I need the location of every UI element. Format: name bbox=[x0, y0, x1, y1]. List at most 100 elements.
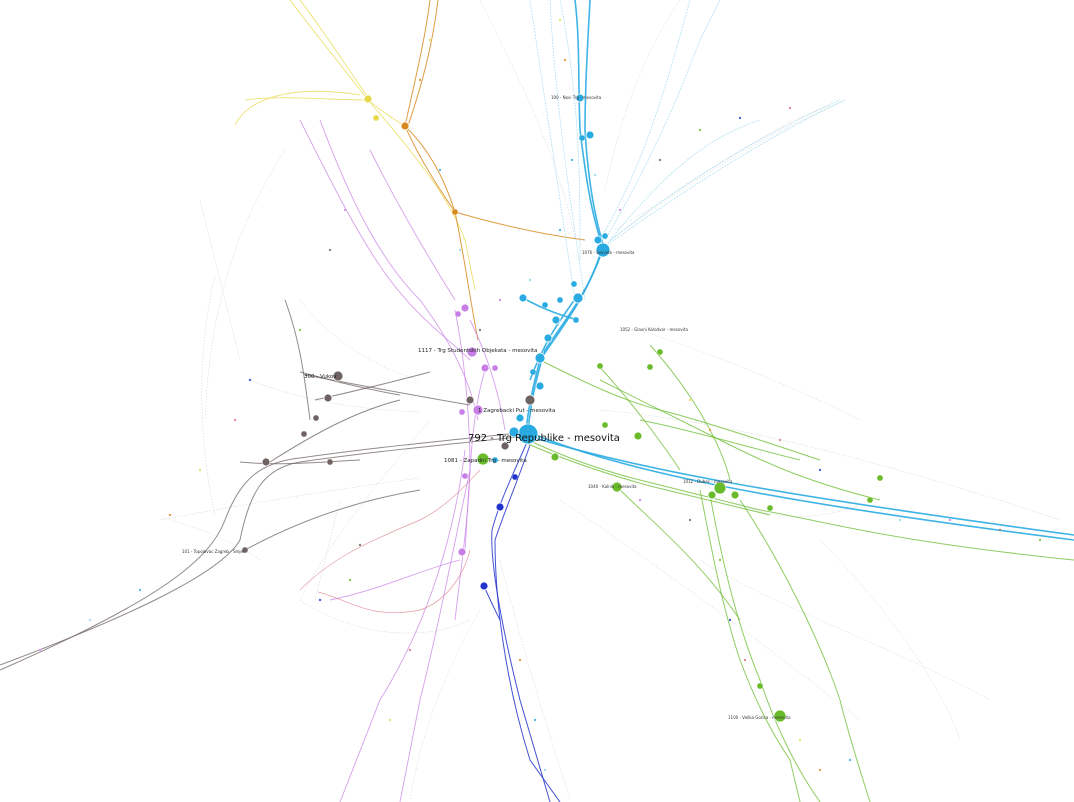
lightcyan-route-edge bbox=[604, 0, 721, 241]
minor-stop-node bbox=[438, 168, 442, 172]
minor-stop-node bbox=[348, 578, 352, 582]
stop-node bbox=[633, 431, 643, 441]
purple-route-edge bbox=[299, 119, 471, 361]
faint-edge bbox=[199, 199, 241, 361]
hub-sw-label: 101 - Topolovac Zagreb - Smjer bbox=[182, 549, 245, 554]
stop-node bbox=[572, 316, 580, 324]
minor-stop-node bbox=[638, 498, 642, 502]
stop-node bbox=[508, 426, 520, 438]
stop-node bbox=[529, 368, 537, 376]
stop-node bbox=[593, 235, 603, 245]
stop-node bbox=[543, 333, 553, 343]
stop-node bbox=[500, 441, 510, 451]
stop-node bbox=[457, 547, 467, 557]
minor-stop-node bbox=[818, 768, 822, 772]
gray-route-edge bbox=[244, 489, 421, 551]
cyan-route-edge bbox=[529, 294, 579, 381]
minor-stop-node bbox=[848, 758, 852, 762]
minor-stop-node bbox=[1038, 538, 1042, 542]
stop-node bbox=[495, 502, 505, 512]
blue-route-edge bbox=[491, 439, 551, 802]
stop-node bbox=[518, 293, 528, 303]
stop-node bbox=[479, 581, 489, 591]
yellow-route-edge bbox=[244, 97, 369, 101]
stop-node bbox=[535, 381, 545, 391]
hub-center-label: 1 Zagrebacki Put - mesovita bbox=[478, 408, 555, 414]
yellow-route-edge bbox=[367, 99, 476, 291]
minor-stop-node bbox=[38, 648, 42, 652]
green-route-edge bbox=[639, 419, 801, 461]
stop-node bbox=[866, 496, 874, 504]
minor-stop-node bbox=[358, 543, 362, 547]
hub-ne-label: 1076 - Sesvete - mesovita bbox=[582, 250, 635, 255]
minor-stop-node bbox=[570, 158, 574, 162]
minor-stop-node bbox=[428, 38, 432, 42]
stop-node bbox=[326, 458, 334, 466]
stop-node bbox=[756, 682, 764, 690]
minor-stop-node bbox=[478, 328, 482, 332]
stop-node bbox=[491, 364, 499, 372]
stop-node bbox=[511, 473, 519, 481]
blue-route-edge bbox=[494, 444, 561, 802]
hub-far-se-label: 1100 - Velika Gorica - mesovita bbox=[728, 715, 791, 720]
minor-stop-node bbox=[198, 468, 202, 472]
gray-route-edge bbox=[299, 371, 401, 396]
orange-route-edge bbox=[404, 125, 456, 213]
stop-node bbox=[451, 208, 459, 216]
stop-nodes bbox=[38, 18, 1042, 772]
minor-stop-node bbox=[343, 208, 347, 212]
yellow-route-edge bbox=[289, 0, 406, 127]
stop-node bbox=[550, 452, 560, 462]
minor-stop-node bbox=[688, 398, 692, 402]
green-route-edge bbox=[527, 439, 1074, 561]
lightcyan-route-edge bbox=[604, 99, 841, 246]
minor-stop-node bbox=[948, 518, 952, 522]
stop-node bbox=[524, 394, 536, 406]
hub-se-label: 1052 - Glavni Kolodvor - mesovita bbox=[620, 327, 688, 332]
gray-route-edge bbox=[239, 459, 361, 465]
minor-stop-node bbox=[618, 208, 622, 212]
minor-stop-node bbox=[328, 248, 332, 252]
minor-stop-node bbox=[248, 378, 252, 382]
faint-edge bbox=[559, 499, 861, 721]
minor-stop-node bbox=[88, 618, 92, 622]
green-route-edge bbox=[597, 364, 681, 471]
green-route-edge bbox=[599, 379, 881, 501]
minor-stop-node bbox=[563, 58, 567, 62]
minor-stop-node bbox=[318, 598, 322, 602]
main-hub-label: 792 - Trg Republike - mesovita bbox=[468, 433, 620, 444]
gray-route-edge bbox=[0, 435, 529, 666]
cyan-route-edge bbox=[527, 435, 1074, 536]
minor-stop-node bbox=[458, 248, 462, 252]
minor-stop-node bbox=[168, 513, 172, 517]
red-route-edge bbox=[317, 549, 471, 614]
minor-stop-node bbox=[788, 106, 792, 110]
minor-stop-node bbox=[533, 718, 537, 722]
stop-node bbox=[400, 121, 410, 131]
purple-route-edge bbox=[469, 319, 506, 431]
minor-stop-node bbox=[728, 618, 732, 622]
faint-edge bbox=[204, 149, 286, 421]
stop-node bbox=[515, 413, 525, 423]
minor-stop-node bbox=[498, 298, 502, 302]
stop-node bbox=[491, 456, 499, 464]
minor-stop-node bbox=[408, 648, 412, 652]
faint-edge bbox=[699, 559, 991, 701]
stop-node bbox=[713, 481, 727, 495]
stop-node bbox=[312, 414, 320, 422]
purple-route-edge bbox=[339, 449, 466, 802]
purple-route-edge bbox=[464, 369, 486, 551]
green-route-edge bbox=[527, 443, 771, 516]
minor-stop-node bbox=[658, 158, 662, 162]
faint-edge bbox=[409, 609, 481, 801]
cyan-route-edge bbox=[584, 0, 606, 251]
hub-south-node bbox=[476, 452, 490, 466]
stop-node bbox=[570, 280, 578, 288]
stop-node bbox=[541, 301, 549, 309]
stop-node bbox=[458, 408, 466, 416]
stop-node bbox=[596, 362, 604, 370]
stop-node bbox=[773, 709, 787, 723]
faint-edge bbox=[249, 379, 421, 413]
minor-stop-node bbox=[688, 518, 692, 522]
